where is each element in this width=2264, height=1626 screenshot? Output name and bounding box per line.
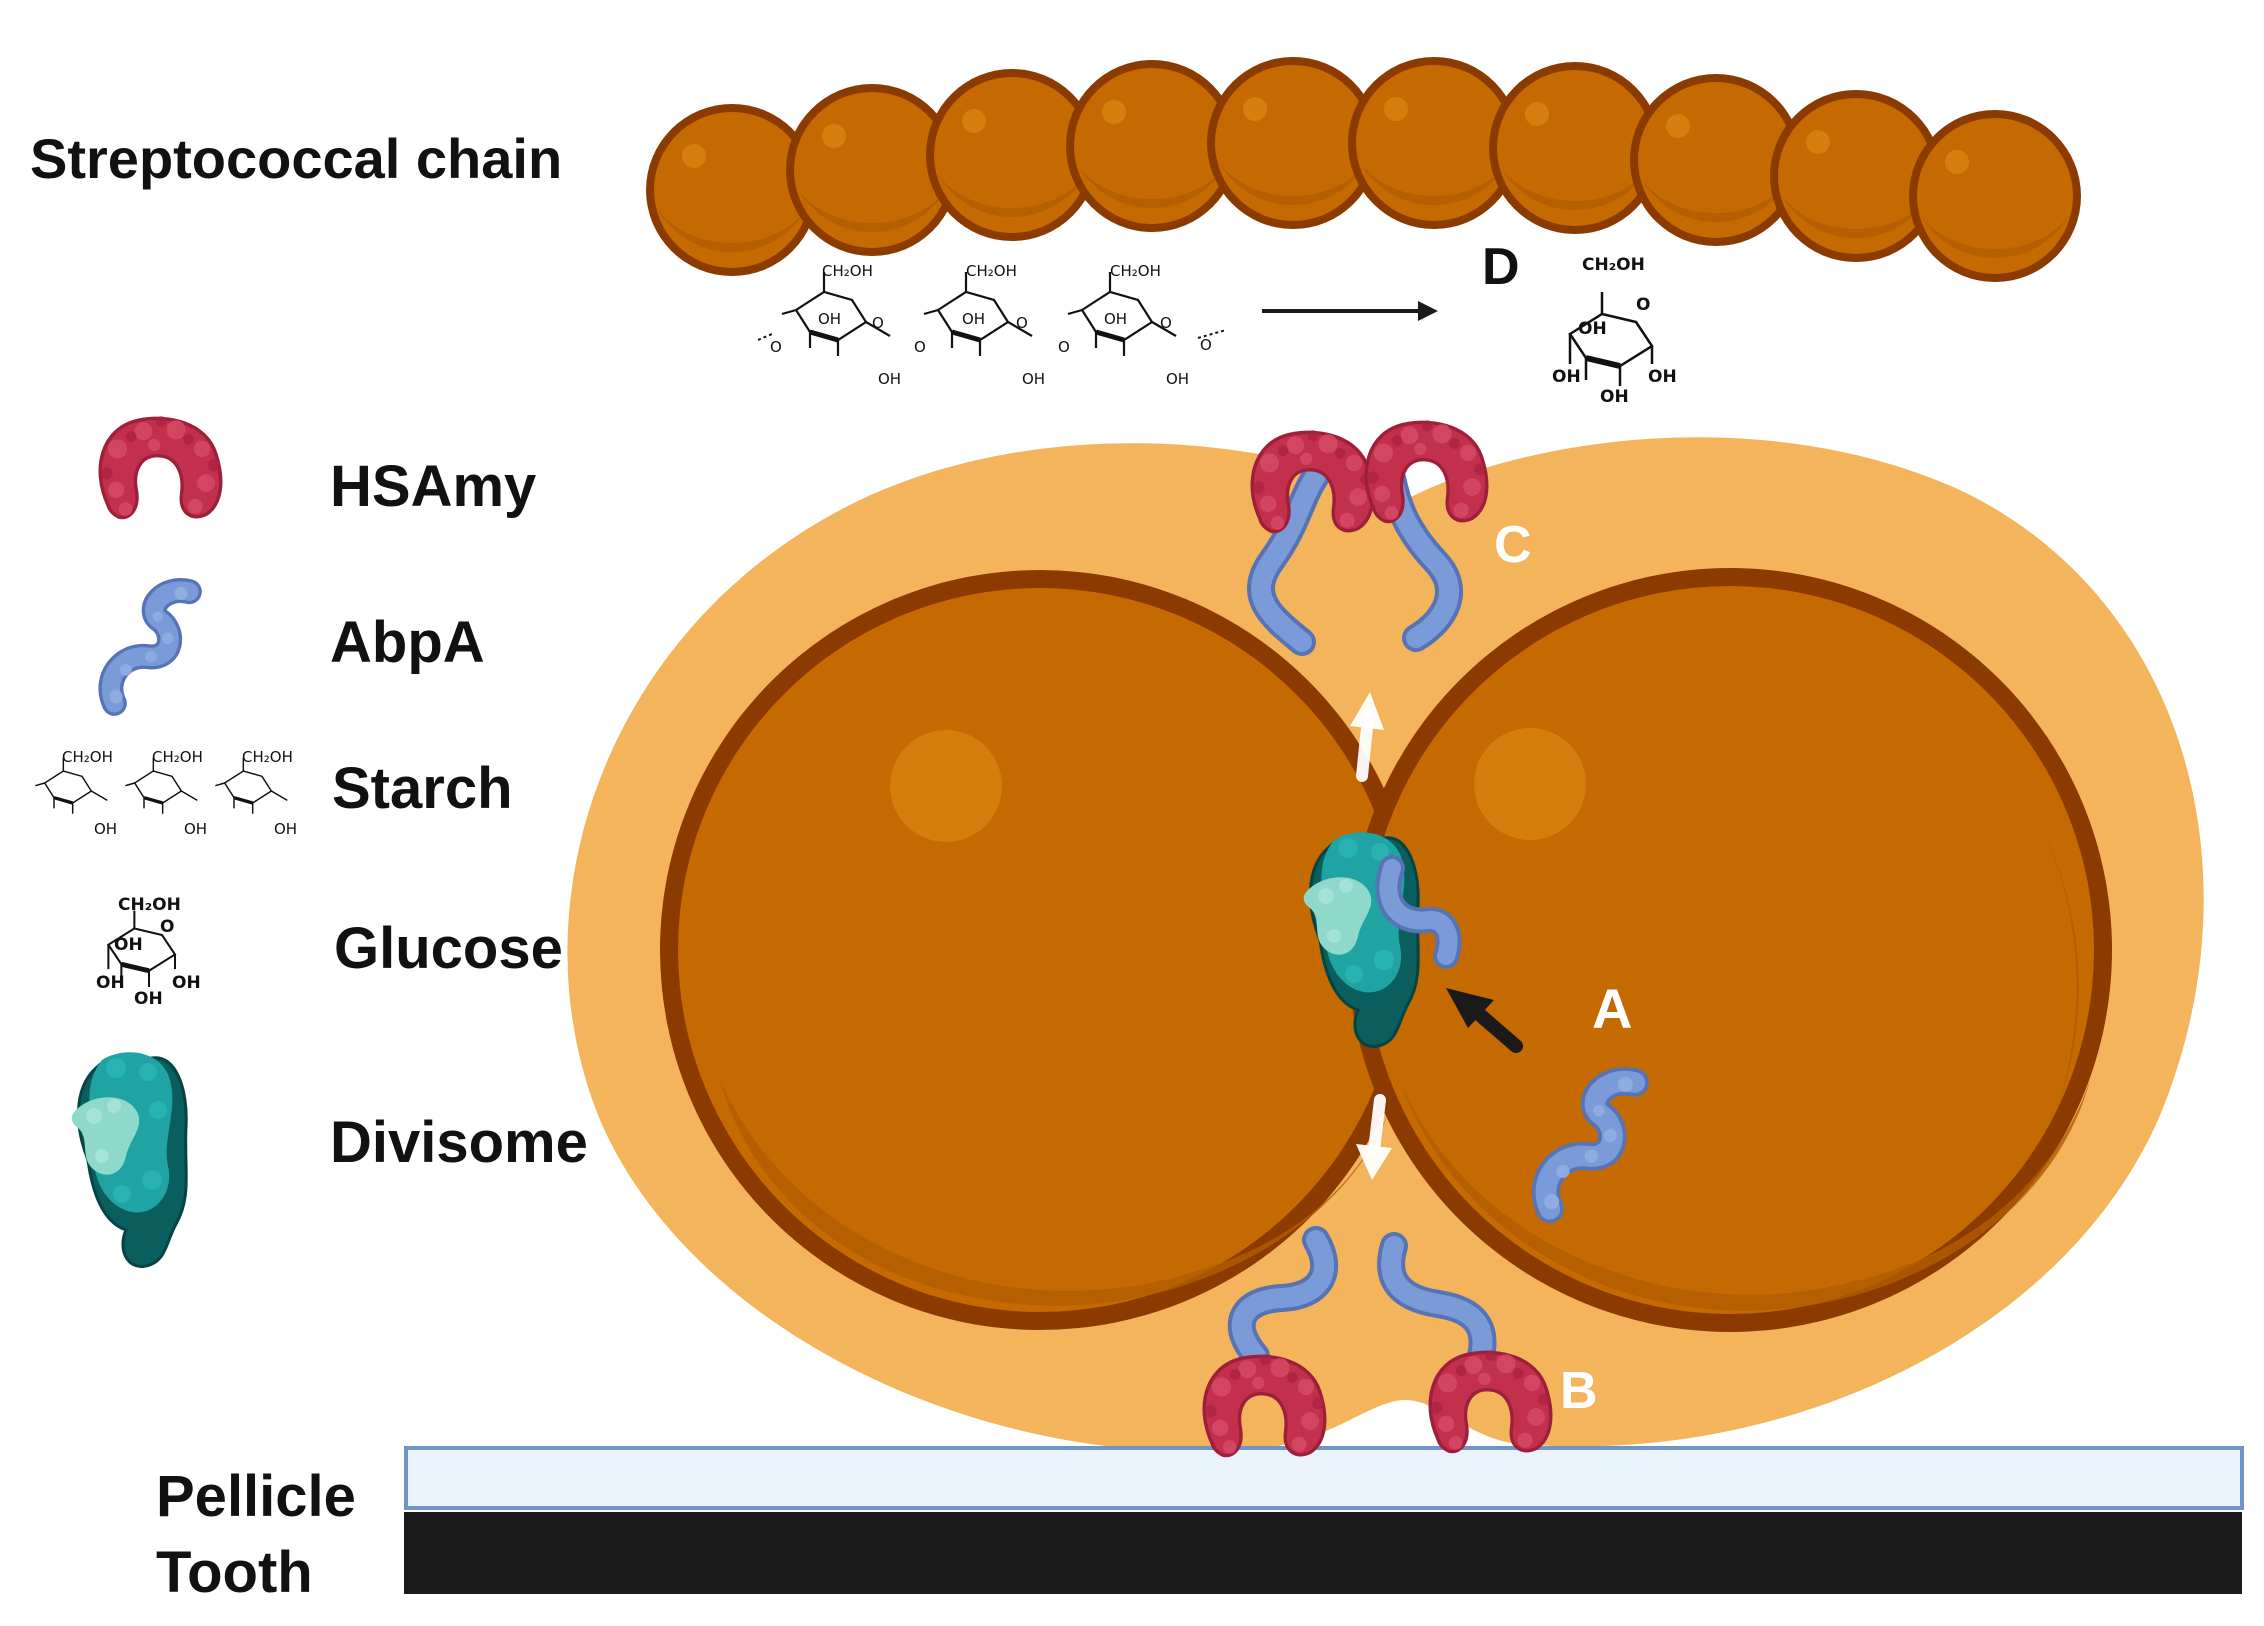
streptococcal-chain-label: Streptococcal chain: [30, 127, 562, 190]
svg-text:OH: OH: [818, 310, 841, 328]
svg-text:O: O: [160, 917, 174, 937]
svg-text:OH: OH: [94, 820, 117, 838]
chain-coccus: [1066, 60, 1238, 232]
streptococcal-chain: [646, 57, 2081, 282]
svg-text:OH: OH: [1578, 319, 1607, 339]
abpa-label: AbpA: [330, 610, 485, 675]
svg-text:O: O: [1016, 314, 1028, 332]
svg-text:OH: OH: [1022, 370, 1045, 388]
hsamy-label: HSAmy: [330, 454, 536, 519]
svg-text:OH: OH: [114, 935, 143, 955]
chain-coccus: [926, 69, 1098, 241]
svg-text:OH: OH: [962, 310, 985, 328]
svg-text:CH₂OH: CH₂OH: [118, 895, 181, 915]
chain-coccus: [1770, 90, 1942, 262]
svg-text:OH: OH: [134, 989, 163, 1009]
svg-text:OH: OH: [1166, 370, 1189, 388]
svg-text:OH: OH: [172, 973, 201, 993]
svg-text:O: O: [770, 338, 782, 356]
svg-text:CH₂OH: CH₂OH: [966, 262, 1017, 280]
pellicle-label: Pellicle: [156, 1464, 356, 1529]
glucose-product: CH₂OH O OH OH OH OH: [1552, 255, 1677, 407]
glucose-legend-icon: CH₂OH O OH OH OH OH: [96, 895, 201, 1009]
svg-text:OH: OH: [1600, 387, 1629, 407]
abpa-hsamy-complex-top: [1247, 418, 1489, 656]
hsamy-legend-icon: [98, 414, 223, 520]
starch-legend-icon: CH₂OH CH₂OH CH₂OH OH OH OH: [33, 748, 297, 838]
divisome-label: Divisome: [330, 1110, 588, 1175]
starch-chain-top: CH₂OH CH₂OH CH₂OH O O O OH OH OH OH OH O…: [757, 262, 1227, 388]
recruitment-arrow: [1446, 988, 1523, 1053]
marker-a: A: [1592, 977, 1632, 1040]
svg-text:CH₂OH: CH₂OH: [1110, 262, 1161, 280]
svg-text:CH₂OH: CH₂OH: [152, 748, 203, 766]
svg-text:CH₂OH: CH₂OH: [822, 262, 873, 280]
svg-text:OH: OH: [184, 820, 207, 838]
glucose-label: Glucose: [334, 916, 563, 981]
svg-text:OH: OH: [1552, 367, 1581, 387]
svg-text:CH₂OH: CH₂OH: [1582, 255, 1645, 275]
abpa-at-divisome: [1375, 855, 1462, 969]
chain-coccus: [1348, 57, 1520, 229]
marker-d: D: [1482, 238, 1520, 296]
chain-coccus: [1630, 74, 1802, 246]
abpa-legend-icon: [109, 587, 189, 704]
svg-text:O: O: [1200, 336, 1212, 354]
septum-arrow-up: [1350, 692, 1384, 782]
svg-text:CH₂OH: CH₂OH: [242, 748, 293, 766]
chain-coccus: [1207, 57, 1379, 229]
svg-text:O: O: [1160, 314, 1172, 332]
svg-text:O: O: [872, 314, 884, 332]
divisome-legend-icon: [70, 1050, 188, 1268]
chain-coccus: [786, 84, 958, 256]
chain-coccus: [1489, 62, 1661, 234]
svg-text:OH: OH: [96, 973, 125, 993]
marker-b: B: [1560, 1362, 1598, 1420]
svg-text:O: O: [914, 338, 926, 356]
pellicle: [404, 1446, 2244, 1510]
starch-label: Starch: [332, 756, 513, 821]
svg-text:O: O: [1058, 338, 1070, 356]
svg-text:OH: OH: [274, 820, 297, 838]
chain-coccus: [1909, 110, 2081, 282]
svg-text:OH: OH: [878, 370, 901, 388]
marker-c: C: [1494, 516, 1532, 574]
abpa-hsamy-complex-bottom: [1202, 1226, 1553, 1458]
svg-text:CH₂OH: CH₂OH: [62, 748, 113, 766]
chain-coccus: [646, 104, 818, 276]
tooth: [404, 1512, 2242, 1594]
svg-text:OH: OH: [1104, 310, 1127, 328]
septum-arrow-down: [1356, 1094, 1392, 1180]
svg-text:OH: OH: [1648, 367, 1677, 387]
tooth-label: Tooth: [156, 1540, 313, 1605]
svg-text:O: O: [1636, 295, 1650, 315]
